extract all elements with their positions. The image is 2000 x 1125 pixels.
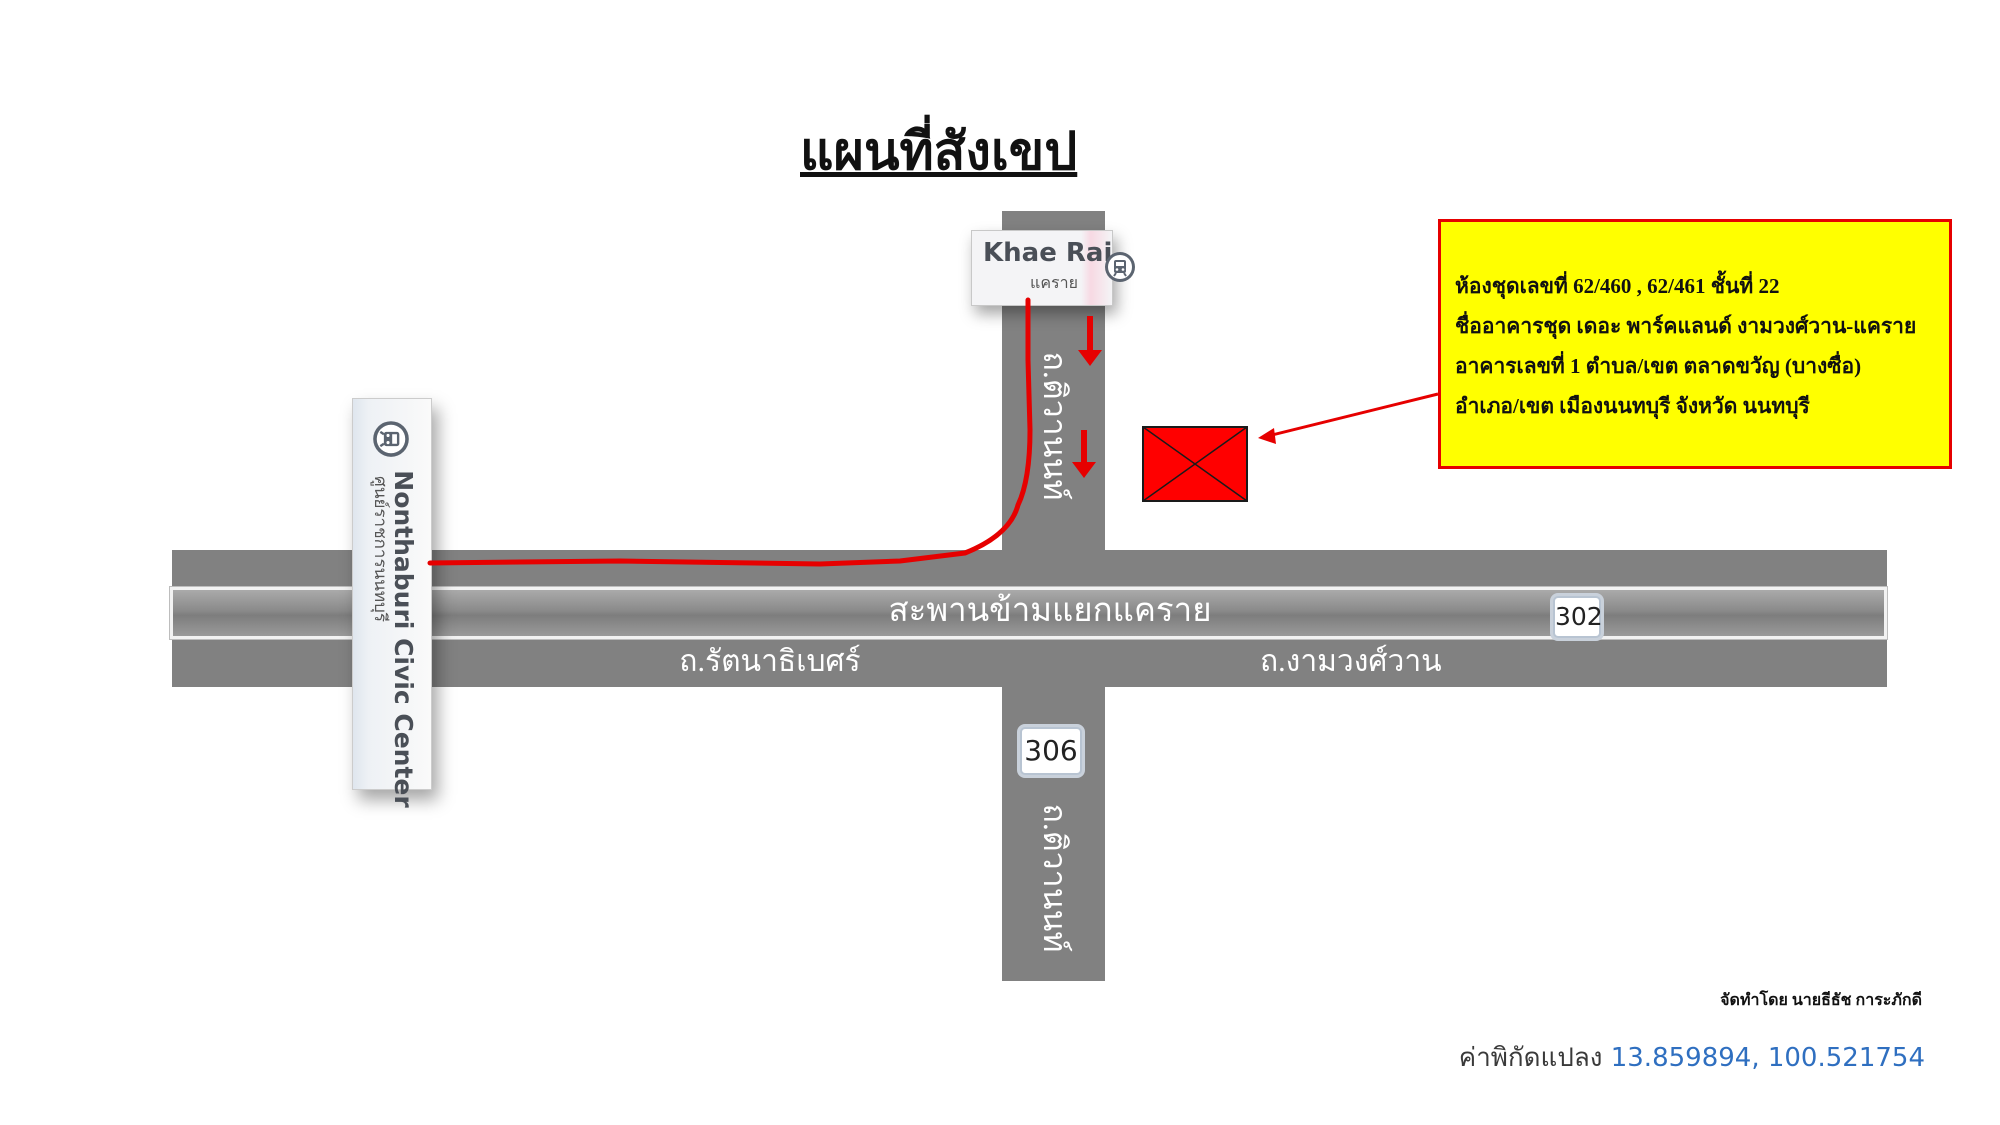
property-info-line: อำเภอ/เขต เมืองนนทบุรี จังหวัด นนทบุรี: [1455, 394, 1810, 418]
station-khae-rai-name-th: แคราย: [1030, 273, 1078, 292]
pointer-arrow: [1258, 392, 1439, 444]
property-info-line: อาคารเลขที่ 1 ตำบล/เขต ตลาดขวัญ (บางซื่อ…: [1455, 354, 1862, 378]
train-station-icon: [1105, 252, 1135, 282]
prepared-by-credit: จัดทำโดย นายธีธัช การะภักดี: [1720, 992, 1922, 1009]
bridge-label: สะพานข้ามแยกแคราย: [888, 593, 1212, 629]
road-label-west: ถ.รัตนาธิเบศร์: [679, 645, 861, 678]
road-label-east: ถ.งามวงศ์วาน: [1260, 645, 1442, 678]
property-info-line: ชื่ออาคารชุด เดอะ พาร์คแลนด์ งามวงศ์วาน-…: [1455, 314, 1917, 338]
station-khae-rai-name: Khae Rai: [983, 238, 1113, 268]
property-info-box: [1438, 219, 1952, 469]
property-info-line: ห้องชุดเลขที่ 62/460 , 62/461 ชั้นที่ 22: [1455, 274, 1780, 298]
station-civic-center: [352, 398, 432, 790]
train-station-icon: [373, 421, 409, 457]
coordinates-row: ค่าพิกัดแปลง 13.859894, 100.521754: [1370, 1036, 1925, 1080]
highway-shield-east: 302: [1553, 596, 1603, 638]
property-marker: [1142, 426, 1248, 502]
road-label-north: ถ.ติวานนท์: [1037, 351, 1073, 501]
coordinates-value[interactable]: 13.859894, 100.521754: [1610, 1043, 1925, 1073]
route-line: [427, 297, 1033, 567]
page-title: แผนที่สังเขป: [800, 124, 1078, 181]
highway-shield-south: 306: [1020, 727, 1082, 775]
road-label-south: ถ.ติวานนท์: [1037, 803, 1073, 953]
station-civic-center-name: Nonthaburi Civic Center: [389, 470, 418, 808]
coordinates-label: ค่าพิกัดแปลง: [1458, 1043, 1611, 1073]
